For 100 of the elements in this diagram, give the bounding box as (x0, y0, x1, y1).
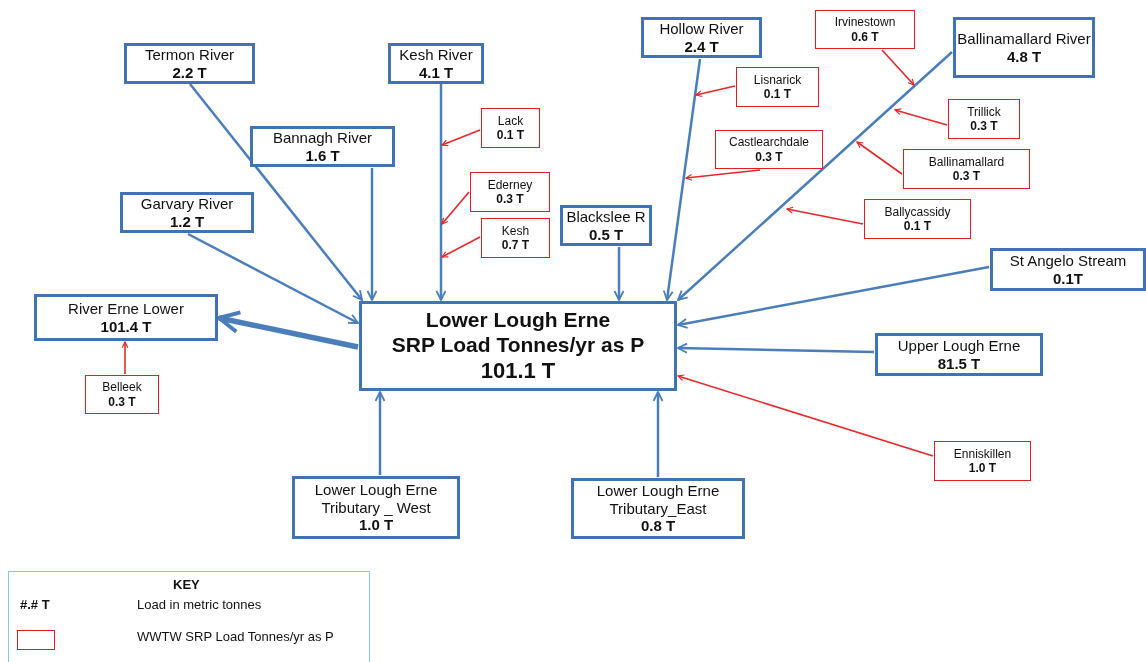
node-title: Belleek (102, 380, 142, 395)
node-title: Blackslee R (566, 208, 646, 226)
load-value: 0.3 T (108, 394, 136, 409)
river-box (990, 248, 1146, 291)
wwtw-box (948, 99, 1020, 139)
load-value: 0.7 T (501, 238, 530, 253)
arrow (677, 265, 990, 329)
node-title: Hollow River (659, 20, 744, 38)
arrow (217, 310, 359, 350)
river-box (292, 476, 460, 539)
arrow (856, 141, 903, 175)
node-title: Lower Lough Erne (425, 308, 611, 333)
wwtw-box (715, 130, 823, 169)
load-value: 101.1 T (480, 357, 556, 384)
wwtw-box (934, 441, 1031, 481)
load-value: 1.2 T (169, 212, 205, 231)
node-title: Lisnarick (753, 72, 802, 87)
wwtw-box (903, 149, 1030, 189)
node-title: River Erne Lower (68, 299, 184, 318)
node-title: Lower Lough Erne Tributary_East (595, 481, 721, 518)
wwtw-box (85, 375, 159, 414)
load-value: 4.8 T (1006, 47, 1042, 66)
arrow (786, 206, 864, 225)
arrow (189, 83, 363, 301)
load-value: 0.3 T (496, 192, 524, 207)
node-title: Irvinestown (834, 15, 896, 30)
node-title: Trillick (967, 104, 1001, 119)
node-title: Castlearchdale (728, 135, 809, 150)
river-box (571, 478, 745, 539)
load-value: 1.0 T (358, 516, 394, 535)
wwtw-box (470, 172, 550, 212)
arrow (677, 374, 934, 457)
lough-box (359, 301, 677, 391)
arrow (695, 85, 736, 98)
arrow (894, 108, 948, 126)
arrow (613, 247, 625, 301)
wwtw-box (481, 108, 540, 148)
load-value: 0.3 T (970, 119, 998, 134)
node-title: Enniskillen (953, 446, 1012, 461)
arrow (881, 49, 915, 86)
key-heading: KEY (173, 577, 200, 594)
node-title: Lack (497, 113, 524, 128)
node-title: Bannagh River (272, 129, 373, 147)
arrow (677, 342, 875, 354)
river-box (388, 43, 484, 85)
node-title: St Angelo Stream (1009, 251, 1127, 270)
arrow (685, 169, 761, 181)
load-value: 0.8 T (640, 517, 676, 536)
load-value: 81.5 T (937, 354, 981, 373)
load-value: 0.5 T (588, 225, 624, 244)
node-title: Kesh River (399, 46, 473, 64)
load-value: 0.1 T (763, 87, 792, 102)
arrow (441, 129, 481, 147)
node-title: Ballinamallard (928, 154, 1005, 169)
load-value: 2.4 T (684, 37, 719, 56)
wwtw-box (736, 67, 819, 107)
river-box (875, 333, 1043, 376)
arrow (374, 391, 386, 475)
node-title: Lower Lough Erne Tributary _ West (313, 480, 439, 517)
arrow (121, 341, 129, 375)
legend-text: WWTW SRP Load Tonnes/yr as P (137, 629, 335, 646)
arrow (187, 232, 359, 325)
arrow (441, 236, 481, 258)
load-value: 0.3 T (952, 169, 981, 184)
arrow (652, 391, 664, 477)
node-title: Ballycassidy (884, 204, 951, 219)
river-box (953, 17, 1095, 78)
arrow (677, 51, 953, 301)
load-value: 0.1T (1053, 269, 1083, 288)
river-box (560, 205, 652, 247)
arrow (662, 58, 702, 301)
load-value: 0.6 T (851, 29, 879, 44)
node-title: Ballinamallard River (957, 29, 1091, 48)
node-title: Ederney (487, 177, 533, 192)
river-box (34, 294, 218, 341)
river-box (124, 43, 255, 85)
load-value: 4.1 T (418, 63, 454, 82)
river-box (120, 192, 254, 234)
load-value: 101.4 T (100, 317, 152, 336)
arrow (435, 83, 447, 301)
load-value: 2.2 T (172, 63, 207, 82)
node-title: Termon River (144, 46, 235, 64)
legend-text: Load in metric tonnes (137, 597, 263, 614)
load-value: 0.3 T (755, 149, 783, 164)
wwtw-box (481, 218, 550, 258)
load-value: 0.1 T (903, 219, 932, 234)
wwtw-box (815, 10, 915, 49)
arrow (366, 168, 378, 301)
river-box (641, 17, 762, 59)
node-title: Kesh (501, 223, 530, 238)
wwtw-box (864, 199, 971, 239)
river-box (250, 126, 395, 168)
node-title: Garvary River (140, 195, 234, 213)
node-subtitle: SRP Load Tonnes/yr as P (391, 333, 645, 358)
legend-sample-text: #.# T (20, 597, 50, 614)
arrow (441, 191, 470, 225)
load-value: 1.6 T (305, 146, 340, 165)
node-title: Upper Lough Erne (897, 336, 1021, 355)
load-value: 1.0 T (968, 461, 997, 476)
load-value: 0.1 T (496, 128, 525, 143)
